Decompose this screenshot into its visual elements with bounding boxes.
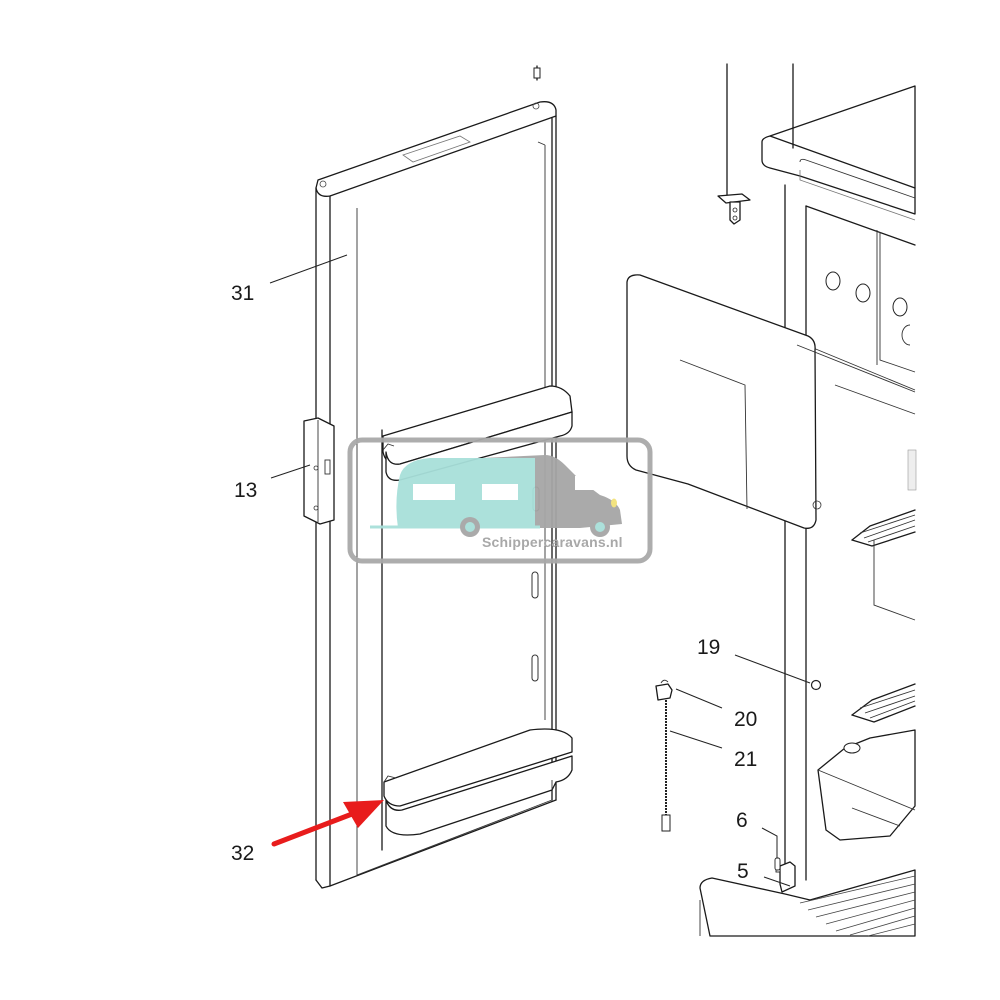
top-screw	[533, 65, 541, 81]
callout-13: 13	[234, 479, 258, 502]
watermark-logo	[347, 437, 653, 564]
sensor-assembly	[655, 679, 673, 832]
callout-19: 19	[697, 636, 721, 659]
highlight-arrow	[271, 800, 384, 847]
screw-6	[774, 857, 781, 871]
cover-panel	[626, 274, 916, 529]
callout-5: 5	[737, 860, 749, 883]
leader-lines	[269, 254, 811, 887]
door-handle	[303, 417, 335, 525]
fridge-cabinet	[699, 85, 917, 937]
callout-20: 20	[734, 708, 758, 731]
callout-31: 31	[231, 282, 255, 305]
callout-32: 32	[231, 842, 255, 865]
ring-19	[810, 679, 822, 691]
lower-door-bin	[383, 728, 573, 836]
callout-6: 6	[736, 809, 748, 832]
top-hinge-bracket	[717, 63, 751, 225]
callout-21: 21	[734, 748, 758, 771]
watermark-text: Schippercaravans.nl	[482, 534, 623, 550]
